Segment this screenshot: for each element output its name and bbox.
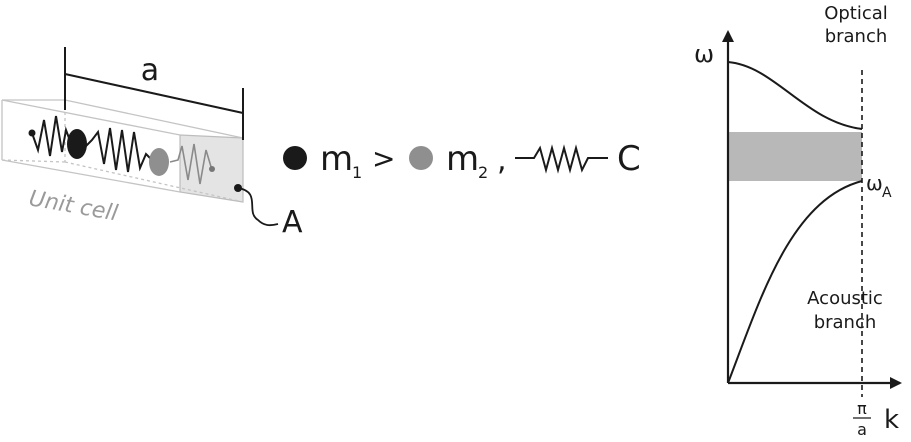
legend-m1-dot — [283, 146, 307, 170]
legend: m 1 > m 2 , C — [283, 139, 641, 182]
mass-m2 — [149, 148, 169, 176]
zone-boundary-denominator: a — [857, 420, 867, 439]
legend-spring-icon — [515, 144, 608, 174]
legend-m1-label: m — [320, 139, 353, 179]
band-gap-label: ω — [866, 171, 883, 195]
band-gap-region — [728, 132, 862, 181]
spring-chain-faded — [169, 143, 213, 185]
y-axis-label: ω — [694, 40, 714, 68]
chain-end-dot-right — [209, 166, 215, 172]
lattice-bracket — [64, 47, 244, 140]
point-a-label: A — [282, 205, 303, 240]
optical-branch-label-line2: branch — [825, 26, 888, 47]
chain-end-dot-left — [28, 129, 36, 137]
band-gap-subscript: A — [882, 185, 892, 201]
optical-branch-label-line1: Optical — [824, 3, 888, 24]
dispersion-plot: ω k π a ω A Optical branch Acoustic bran… — [694, 3, 902, 439]
unit-cell-label: Unit cell — [27, 186, 120, 226]
unit-cell-group: a Unit cell A — [1, 47, 303, 240]
zone-boundary-numerator: π — [857, 399, 867, 418]
legend-m2-dot — [409, 146, 433, 170]
acoustic-branch-label-line1: Acoustic — [807, 288, 883, 309]
legend-m1-subscript: 1 — [352, 163, 362, 182]
point-a-leader — [237, 187, 279, 227]
acoustic-branch-label-line2: branch — [814, 312, 877, 333]
lattice-constant-label: a — [141, 53, 159, 88]
legend-spring-label: C — [617, 139, 641, 179]
legend-separator: , — [497, 143, 507, 178]
legend-m2-subscript: 2 — [478, 163, 488, 182]
optical-branch-curve — [727, 61, 863, 130]
mass-m1 — [67, 129, 87, 159]
acoustic-branch-curve — [727, 180, 863, 384]
x-axis-label: k — [884, 405, 899, 435]
legend-relation: > — [372, 142, 395, 175]
spring-chain — [31, 115, 153, 173]
legend-m2-label: m — [446, 139, 479, 179]
